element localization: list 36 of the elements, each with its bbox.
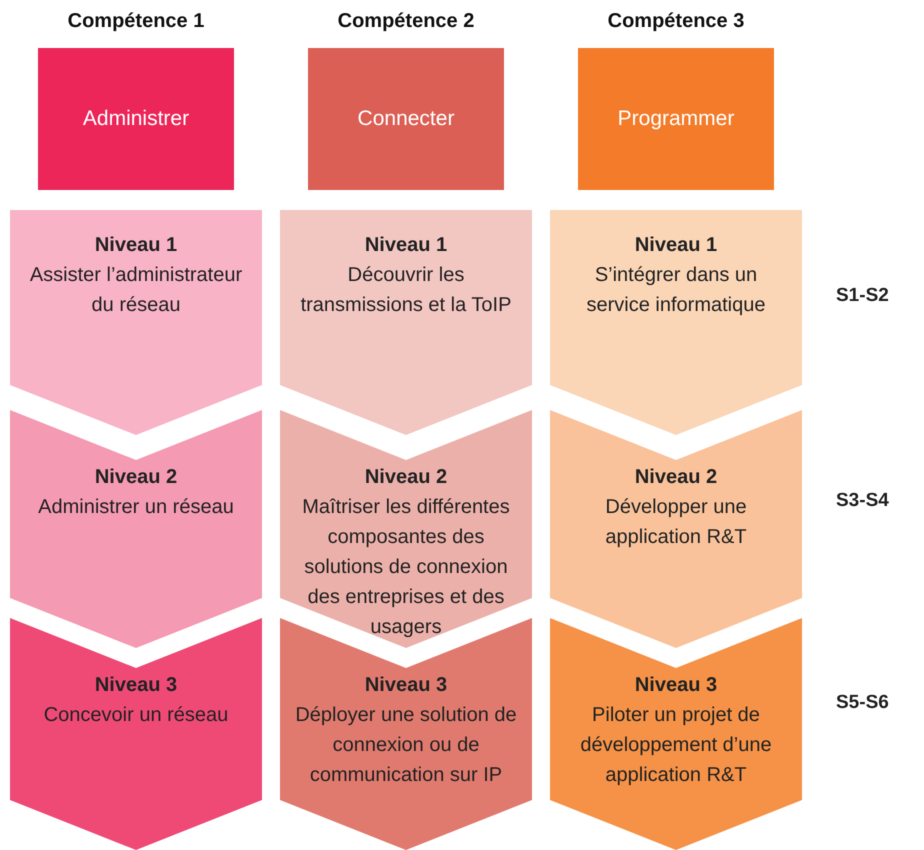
chevron-shape	[550, 410, 802, 648]
level-title: Niveau 3	[94, 673, 178, 698]
level-title: Niveau 2	[634, 465, 718, 490]
chevron-shape	[280, 618, 532, 850]
level-description: Administrer un réseau	[37, 495, 235, 520]
semester-label: S5-S6	[836, 692, 889, 714]
competence-name: Programmer	[618, 107, 734, 131]
level-description: Découvrir les transmissions et la ToIP	[300, 263, 512, 318]
competence-name: Administrer	[82, 107, 190, 131]
chevron-shape	[550, 618, 802, 850]
column-heading: Compétence 2	[336, 10, 476, 33]
level-description: Maîtriser les différentes composantes des solutions de connexion des entreprises et des usagers	[301, 495, 511, 640]
column-heading: Compétence 1	[66, 10, 206, 33]
level-title: Niveau 1	[364, 233, 448, 258]
level-description: Développer une application R&T	[604, 495, 748, 550]
competence-name: Connecter	[358, 107, 454, 131]
level-description: Piloter un projet de développement d’une application R&T	[579, 703, 773, 788]
level-description: Concevoir un réseau	[42, 703, 230, 728]
column-heading: Compétence 3	[606, 10, 746, 33]
level-title: Niveau 3	[634, 673, 718, 698]
chevron-shape	[280, 210, 532, 435]
level-description: Déployer une solution de connexion ou de communication sur IP	[294, 703, 518, 788]
level-title: Niveau 3	[364, 673, 448, 698]
chevron-shape	[10, 210, 262, 435]
semester-label: S3-S4	[836, 490, 889, 512]
chevron-shape	[10, 410, 262, 648]
level-description: Assister l’administrateur du réseau	[28, 263, 244, 318]
level-title: Niveau 1	[634, 233, 718, 258]
level-description: S’intégrer dans un service informatique	[586, 263, 766, 318]
level-title: Niveau 1	[94, 233, 178, 258]
chevron-shape	[10, 618, 262, 850]
chevron-shape	[280, 410, 532, 648]
level-title: Niveau 2	[94, 465, 178, 490]
semester-label: S1-S2	[836, 285, 889, 307]
chevron-shape	[550, 210, 802, 435]
level-title: Niveau 2	[364, 465, 448, 490]
